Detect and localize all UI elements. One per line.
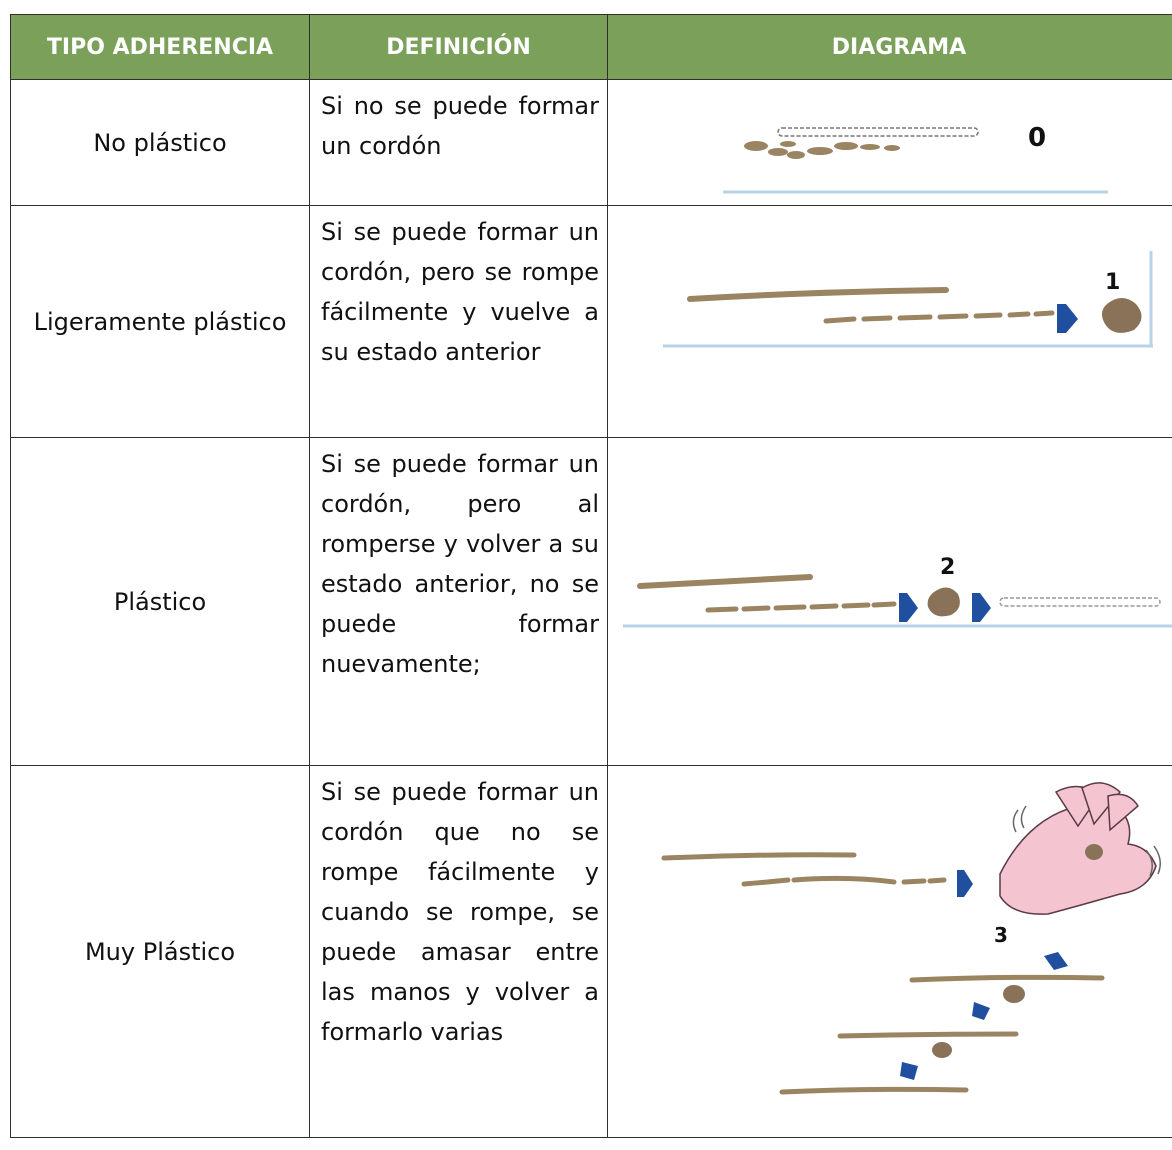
soil-rod-icon	[687, 287, 949, 302]
soil-rod-icon	[637, 574, 813, 589]
definition-text: Si se puede formar un cordón, pero al ro…	[321, 450, 599, 678]
row-definition: Si se puede formar un cordón que no se r…	[309, 765, 608, 1138]
blue-arrow-icon	[972, 1002, 990, 1020]
diagram-plastico: 2	[623, 555, 1172, 628]
diagram-label: 2	[940, 555, 955, 580]
blue-arrow-icon	[957, 870, 973, 897]
broken-rod-icon	[705, 601, 897, 613]
dashed-rod-icon	[999, 597, 1161, 607]
header-tipo-adherencia: TIPO ADHERENCIA	[10, 14, 310, 80]
row-definition: Si no se puede formar un cordón	[309, 79, 608, 206]
diagram-ligeramente-plastico: 1	[663, 251, 1153, 348]
soil-ball-icon	[1003, 985, 1025, 1003]
blue-arrow-icon	[900, 1062, 918, 1080]
row-type-no-plastico: No plástico	[10, 79, 310, 206]
diagram-no-plastico: 0	[723, 123, 1108, 194]
blue-arrow-icon	[899, 593, 918, 622]
definition-text: Si se puede formar un cordón, pero se ro…	[321, 218, 599, 366]
table-row: No plástico Si no se puede formar un cor…	[10, 79, 1172, 206]
kneaded-rod-icon	[741, 875, 947, 887]
diagram-cell: 0	[607, 79, 1172, 206]
soil-ball-icon	[932, 1042, 952, 1058]
header-definicion: DEFINICIÓN	[309, 14, 608, 80]
soil-rod-icon	[779, 1086, 969, 1095]
diagram-label: 3	[994, 923, 1008, 947]
row-definition: Si se puede formar un cordón, pero al ro…	[309, 437, 608, 766]
soil-rod-icon	[661, 852, 857, 861]
diagram-cell: 2	[607, 437, 1172, 766]
soil-rod-icon	[837, 1031, 1019, 1039]
blue-arrow-icon	[1057, 304, 1078, 333]
blue-arrow-icon	[1044, 952, 1068, 970]
dashed-rod-icon	[777, 127, 979, 137]
soil-plasticity-table: TIPO ADHERENCIA DEFINICIÓN DIAGRAMA No p…	[10, 14, 1172, 1138]
diagram-cell: 1	[607, 205, 1172, 438]
header-row: TIPO ADHERENCIA DEFINICIÓN DIAGRAMA	[10, 14, 1172, 80]
row-type-ligeramente-plastico: Ligeramente plástico	[10, 205, 310, 438]
definition-text: Si se puede formar un cordón que no se r…	[321, 778, 599, 1046]
diagram-muy-plastico: 3	[661, 782, 1161, 1095]
row-definition: Si se puede formar un cordón, pero se ro…	[309, 205, 608, 438]
table-row: Plástico Si se puede formar un cordón, p…	[10, 437, 1172, 766]
diagram-cell: 3	[607, 765, 1172, 1138]
blue-arrow-icon	[972, 593, 991, 622]
soil-ball-icon	[1101, 298, 1142, 333]
broken-rod-icon	[823, 310, 1055, 324]
row-type-plastico: Plástico	[10, 437, 310, 766]
soil-rod-icon	[909, 974, 1105, 983]
header-diagrama: DIAGRAMA	[607, 14, 1172, 80]
diagram-label: 0	[1028, 123, 1046, 153]
soil-ball-icon	[927, 587, 960, 617]
soil-crumbs-icon	[744, 141, 900, 159]
definition-text: Si no se puede formar un cordón	[321, 92, 599, 160]
table-row: Ligeramente plástico Si se puede formar …	[10, 205, 1172, 438]
hands-icon	[999, 782, 1161, 915]
diagram-label: 1	[1105, 270, 1120, 295]
row-type-muy-plastico: Muy Plástico	[10, 765, 310, 1138]
table-row: Muy Plástico Si se puede formar un cordó…	[10, 765, 1172, 1138]
